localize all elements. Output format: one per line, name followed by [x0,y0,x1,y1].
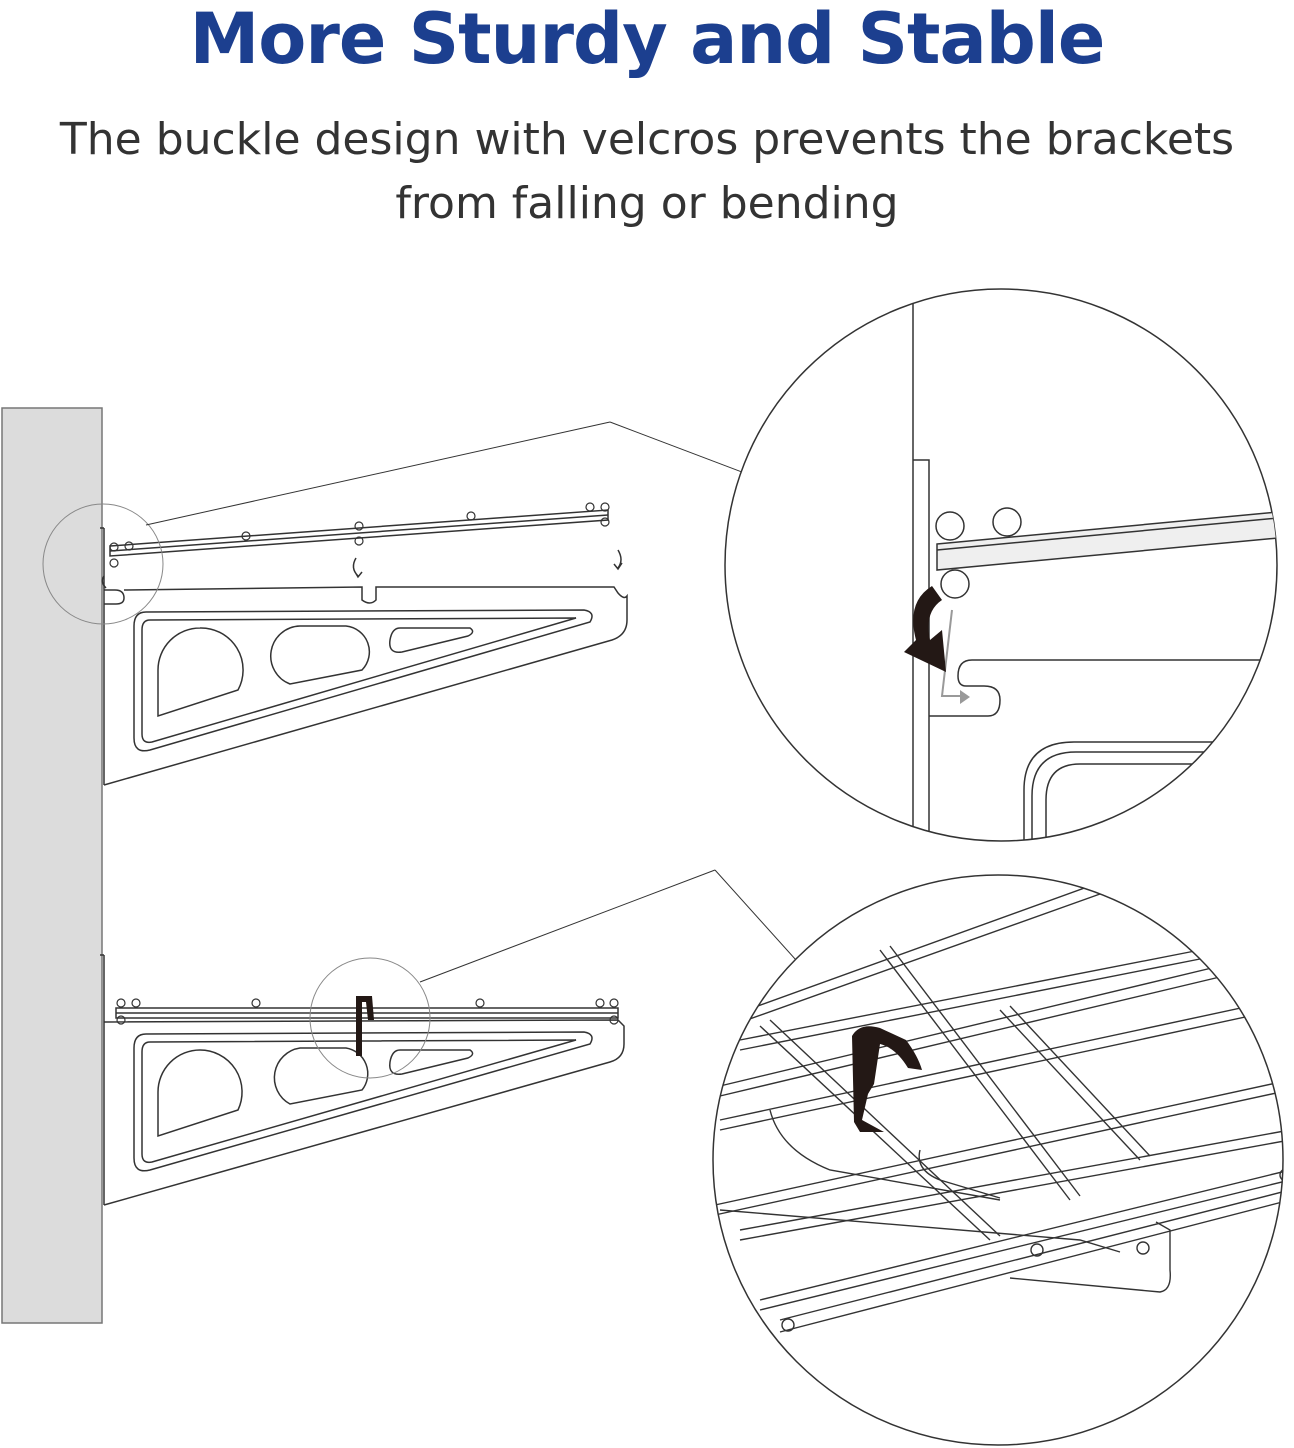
zoom-detail-buckle [724,288,1278,842]
velcro-strap-small [356,996,374,1056]
page-subtitle: The buckle design with velcros prevents … [0,108,1294,236]
subtitle-line-2: from falling or bending [395,178,899,229]
subtitle-line-1: The buckle design with velcros prevents … [59,114,1235,165]
wall [1,407,103,1324]
bottom-bracket [100,869,851,1206]
rotate-arrow-icon [904,586,946,672]
page-title: More Sturdy and Stable [189,0,1106,80]
top-bracket [42,421,896,786]
zoom-detail-velcro [712,874,1284,1446]
velcro-strap-large [852,1026,922,1132]
